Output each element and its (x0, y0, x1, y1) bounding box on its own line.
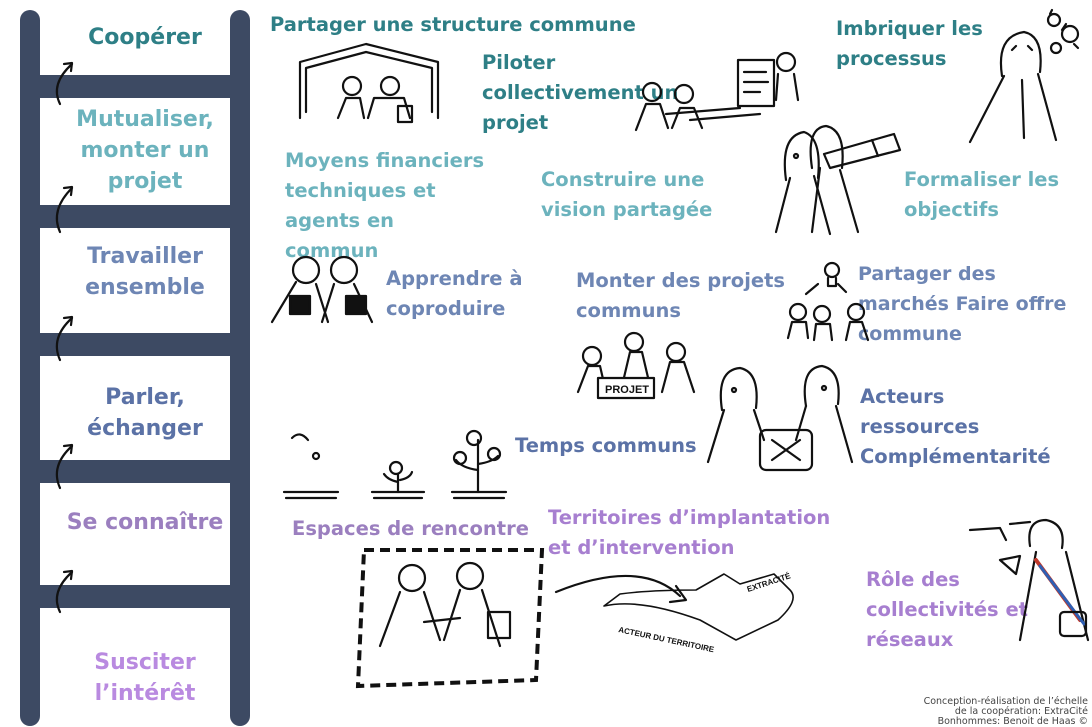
ladder-rung (40, 205, 250, 228)
curved-arrow-icon (55, 62, 74, 106)
step-travailler: Travailler ensemble (85, 244, 205, 300)
label-apprendre: Apprendre à coproduire (386, 267, 523, 320)
sketch-extracite-text: EXTRACITÉ (746, 571, 793, 594)
label-vision: Construire une vision partagée (541, 168, 713, 221)
sketch-projet-text: PROJET (605, 384, 649, 396)
ladder-rung (40, 333, 250, 356)
curved-arrow-icon (55, 570, 74, 614)
credit-line: Bonhommes: Benoit de Haas © (937, 716, 1088, 727)
credit-line: Conception-réalisation de l’échelle (923, 696, 1088, 707)
step-susciter: Susciter l’intérêt (94, 650, 196, 706)
label-marches: Partager des marchés Faire offre commune (858, 263, 1067, 345)
people-puzzle-icon (270, 255, 374, 324)
step-se-connaitre: Se connaître (66, 510, 224, 535)
label-territoires: Territoires d’implantation et d’interven… (548, 506, 831, 559)
label-acteurs: Acteurs ressources Complémentarité (860, 385, 1051, 468)
step-mutualiser: Mutualiser, monter un projet (76, 107, 214, 194)
territory-map-icon (554, 573, 794, 641)
people-telescope-icon (774, 124, 902, 236)
label-objectifs: Formaliser les objectifs (904, 168, 1060, 221)
label-espaces: Espaces de rencontre (292, 517, 529, 540)
label-projets: Monter des projets communs (576, 269, 786, 322)
person-with-gears-icon (968, 8, 1080, 144)
house-two-people-icon (298, 42, 440, 124)
credit-line: de la coopération: ExtraCité (954, 706, 1088, 717)
ladder-rung (40, 585, 250, 608)
curved-arrow-icon (55, 186, 74, 234)
label-imbriquer: Imbriquer les processus (836, 17, 983, 70)
ladder-rung (40, 460, 250, 483)
people-carrying-project-icon (576, 331, 696, 400)
label-collectivites: Rôle des collectivités et réseaux (866, 568, 1028, 651)
curved-arrow-icon (55, 316, 74, 362)
people-meeting-board-icon (634, 51, 800, 132)
curved-arrow-icon (55, 444, 74, 490)
label-structure: Partager une structure commune (270, 13, 636, 36)
sketch-acteur-text: ACTEUR DU TERRITOIRE (618, 625, 716, 654)
label-moyens: Moyens financiers techniques et agents e… (285, 149, 485, 262)
ladder-right-rail (230, 10, 250, 726)
label-temps: Temps communs (515, 434, 697, 457)
step-parler: Parler, échanger (87, 385, 203, 441)
ladder-left-rail (20, 10, 40, 726)
ladder-rung (40, 75, 250, 98)
step-cooperer: Coopérer (88, 25, 202, 50)
people-toolbox-icon (706, 364, 854, 472)
growing-plant-icon (282, 429, 508, 500)
credit: Conception-réalisation de l’échelle de l… (924, 697, 1088, 727)
meeting-space-frame-icon (355, 548, 545, 689)
mayor-with-sash-icon (968, 518, 1090, 642)
people-lightbulb-icon (786, 261, 870, 342)
label-piloter: Piloter collectivement un projet (482, 51, 679, 134)
